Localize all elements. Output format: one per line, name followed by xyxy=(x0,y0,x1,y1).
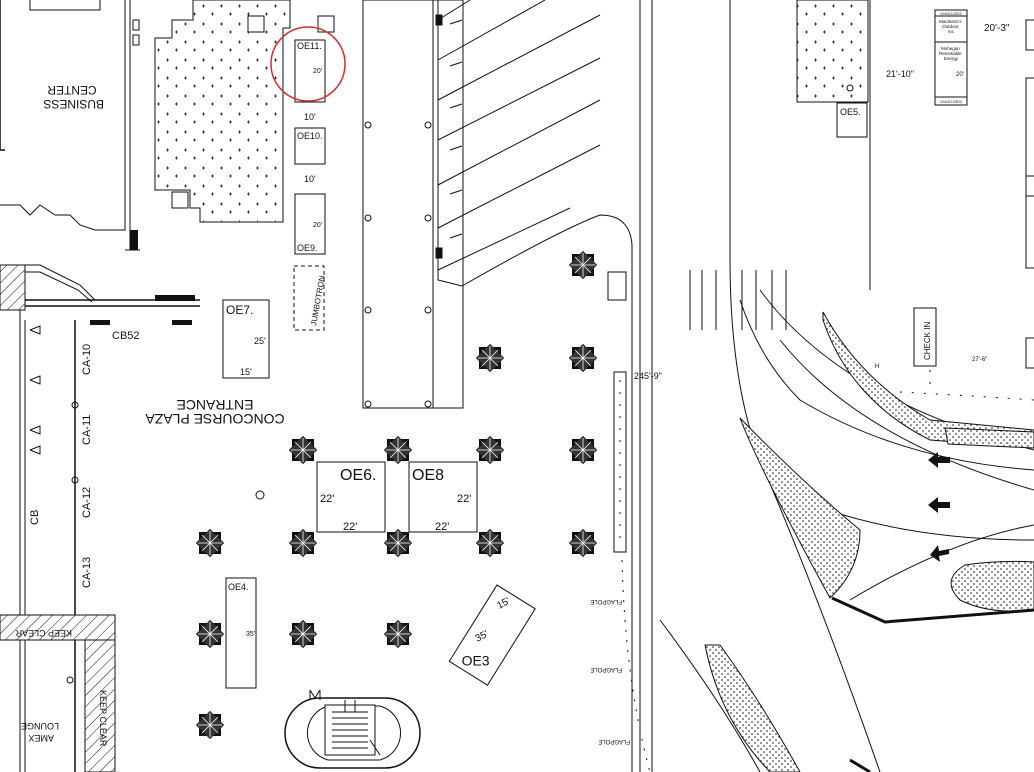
walkway xyxy=(362,0,464,409)
cb52-label: CB52 xyxy=(112,330,140,342)
island-south xyxy=(704,644,801,772)
svg-text:OE6.: OE6. xyxy=(340,467,376,484)
booth-oe8[interactable]: OE8 22' 22' xyxy=(408,461,478,533)
cb-label: CB xyxy=(29,510,41,525)
svg-text:22': 22' xyxy=(457,493,471,505)
booth-oe7[interactable]: OE7. 25' 15' xyxy=(222,299,270,379)
flagpole-label-3: FLAGPOLE xyxy=(598,738,630,744)
svg-text:OE8: OE8 xyxy=(412,467,444,484)
svg-text:15': 15' xyxy=(495,596,512,612)
svg-text:OE10.: OE10. xyxy=(297,131,323,141)
booth-oe4[interactable]: OE4. 35' xyxy=(225,577,257,689)
aisle-ca-10: CA-10 xyxy=(81,344,93,375)
entrance-label: ENTRANCE xyxy=(176,397,253,413)
svg-text:CHECK IN: CHECK IN xyxy=(923,322,932,360)
svg-text:25': 25' xyxy=(254,336,266,346)
svg-text:20': 20' xyxy=(313,68,322,75)
far-right-structures xyxy=(1025,19,1034,369)
booth-oe5[interactable] xyxy=(836,102,868,138)
svg-text:22': 22' xyxy=(343,521,357,533)
island-pill xyxy=(950,560,1034,612)
check-in-booth[interactable]: CHECK IN xyxy=(913,307,937,367)
road-arrows xyxy=(928,452,950,562)
gap-dim-2: 10' xyxy=(304,174,316,184)
building-west xyxy=(0,0,200,772)
aisle-ca-12: CA-12 xyxy=(81,487,93,518)
dimension-20-3: 20'-3" xyxy=(984,23,1010,34)
dimension-21-10: 21'-10" xyxy=(886,69,914,79)
flagpole-label-2: FLAGPOLE xyxy=(590,666,622,672)
highlight-circle xyxy=(270,26,346,102)
stair-structure xyxy=(284,689,421,769)
business-center-label: BUSINESS CENTER xyxy=(40,83,104,111)
svg-text:OE9.: OE9. xyxy=(297,243,318,253)
landscape-bed-east xyxy=(796,0,869,103)
booth-oe6[interactable]: OE6. 22' 22' xyxy=(316,461,386,533)
keep-clear-label-2: KEEP CLEAR xyxy=(98,690,108,747)
booth-oe9[interactable]: 20' OE9. xyxy=(294,193,326,255)
keep-clear-label: KEEP CLEAR xyxy=(15,628,72,638)
dimension-245-9: 245'-9" xyxy=(634,371,662,381)
vendor-2-dim: 20' xyxy=(956,72,964,78)
svg-text:15': 15' xyxy=(240,367,252,377)
svg-text:35': 35' xyxy=(246,631,255,638)
jumbotron: JUMBOTRON xyxy=(293,265,327,331)
amex-lounge-label: AMEX LOUNGE xyxy=(21,721,59,743)
concourse-plaza-label: CONCOURSE PLAZA xyxy=(145,411,285,427)
booth-oe11[interactable]: OE11. 20' xyxy=(294,39,326,103)
booth-oe10[interactable]: OE10. xyxy=(294,127,326,165)
svg-text:35': 35' xyxy=(474,629,491,645)
svg-text:22': 22' xyxy=(320,493,334,505)
svg-text:OE11.: OE11. xyxy=(297,41,322,51)
plaza-east-edge xyxy=(607,0,653,772)
aisle-ca-13: CA-13 xyxy=(81,557,93,588)
svg-text:OE3: OE3 xyxy=(462,652,490,668)
island-north xyxy=(944,427,1034,449)
gap-dim-1: 10' xyxy=(304,112,316,122)
svg-text:20': 20' xyxy=(313,222,322,229)
vendor-2-id: Out0113303 xyxy=(940,99,962,104)
svg-text:22': 22' xyxy=(435,521,449,533)
parking-stalls xyxy=(435,0,633,772)
svg-text:OE7.: OE7. xyxy=(226,303,253,317)
svg-text:OE4.: OE4. xyxy=(228,582,249,592)
concourse-aisles: CA-10 CA-11 CA-12 CA-13 CB xyxy=(29,344,93,588)
aisle-ca-11: CA-11 xyxy=(81,415,93,445)
vendor-1-name: Macleans's Outdoor Inc xyxy=(939,19,963,34)
flagpole-label-1: FLAGPOLE xyxy=(590,598,622,604)
island-triangle xyxy=(739,417,861,599)
vendor-2-name: Mohegan Renewable Energy xyxy=(939,46,963,61)
booth-oe5-label: OE5. xyxy=(840,107,861,117)
vendor-1-id: Out0113302 xyxy=(940,11,962,16)
h-marker: H xyxy=(875,364,879,370)
curb-line xyxy=(831,596,1034,624)
booth-oe3[interactable]: 15' 35' OE3 xyxy=(448,584,536,686)
vendor-stack[interactable]: Out0113302 Macleans's Outdoor Inc Mohega… xyxy=(934,9,968,106)
landscape-bed-north xyxy=(154,0,291,223)
dimension-27-6: 27'-6" xyxy=(972,357,987,363)
